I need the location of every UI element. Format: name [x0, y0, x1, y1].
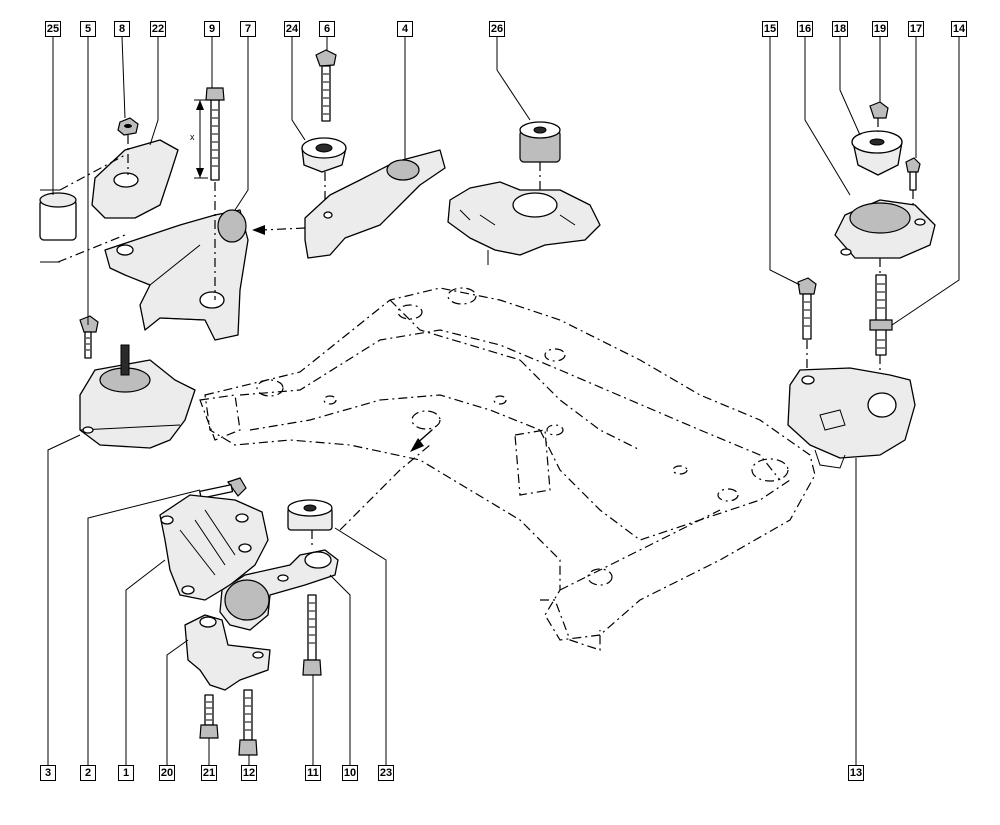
- callout-7: 7: [240, 21, 256, 37]
- callout-10: 10: [342, 765, 358, 781]
- callout-5: 5: [80, 21, 96, 37]
- part-23-bushing: [287, 499, 333, 531]
- part-2-bolt: [199, 477, 247, 499]
- callout-18: 18: [832, 21, 848, 37]
- callout-4: 4: [397, 21, 413, 37]
- part-26-gearbox-bracket: [447, 121, 601, 265]
- front-subframe: [199, 287, 816, 651]
- part-16-upper-mount: [834, 199, 936, 259]
- callout-24: 24: [284, 21, 300, 37]
- callout-1: 1: [118, 765, 134, 781]
- callout-3: 3: [40, 765, 56, 781]
- callout-6: 6: [319, 21, 335, 37]
- callout-22: 22: [150, 21, 166, 37]
- part-8-nut: [117, 117, 139, 136]
- callout-21: 21: [201, 765, 217, 781]
- part-25-bushing: [39, 189, 77, 263]
- part-24-washer: [301, 137, 347, 210]
- callout-19: 19: [872, 21, 888, 37]
- callout-14: 14: [951, 21, 967, 37]
- leader-lines: [47, 36, 960, 765]
- part-3-engine-mount: [79, 344, 196, 449]
- part-7-bracket-arm: [104, 209, 249, 341]
- callout-23: 23: [378, 765, 394, 781]
- callout-20: 20: [159, 765, 175, 781]
- callout-2: 2: [80, 765, 96, 781]
- callout-8: 8: [114, 21, 130, 37]
- part-10-torque-link: [219, 549, 339, 631]
- callout-17: 17: [908, 21, 924, 37]
- callout-9: 9: [204, 21, 220, 37]
- part-13-gearbox-mount: [787, 367, 916, 469]
- part-6-bolt: [315, 49, 337, 122]
- callout-12: 12: [241, 765, 257, 781]
- part-5-bolt: [79, 315, 99, 359]
- part-21-bolt: [199, 694, 219, 739]
- part-12-bolt: [238, 689, 258, 756]
- callout-11: 11: [305, 765, 321, 781]
- part-20-bracket: [184, 614, 271, 691]
- callout-13: 13: [848, 765, 864, 781]
- part-18-rubber-cone: [851, 118, 903, 176]
- dimension-x-label: x: [190, 132, 195, 142]
- part-4-torque-rod: [304, 149, 446, 259]
- part-17-bolt: [905, 157, 921, 210]
- callout-26: 26: [489, 21, 505, 37]
- part-22-cam-plate: [91, 139, 179, 219]
- callout-25: 25: [45, 21, 61, 37]
- part-14-stud: [869, 258, 893, 400]
- callout-16: 16: [797, 21, 813, 37]
- part-1-mount-bracket: [159, 494, 269, 601]
- part-9-long-bolt: x: [190, 87, 225, 300]
- part-11-bolt: [302, 594, 322, 676]
- part-15-bolt: [797, 277, 817, 380]
- callout-15: 15: [762, 21, 778, 37]
- part-19-nut: [869, 101, 889, 119]
